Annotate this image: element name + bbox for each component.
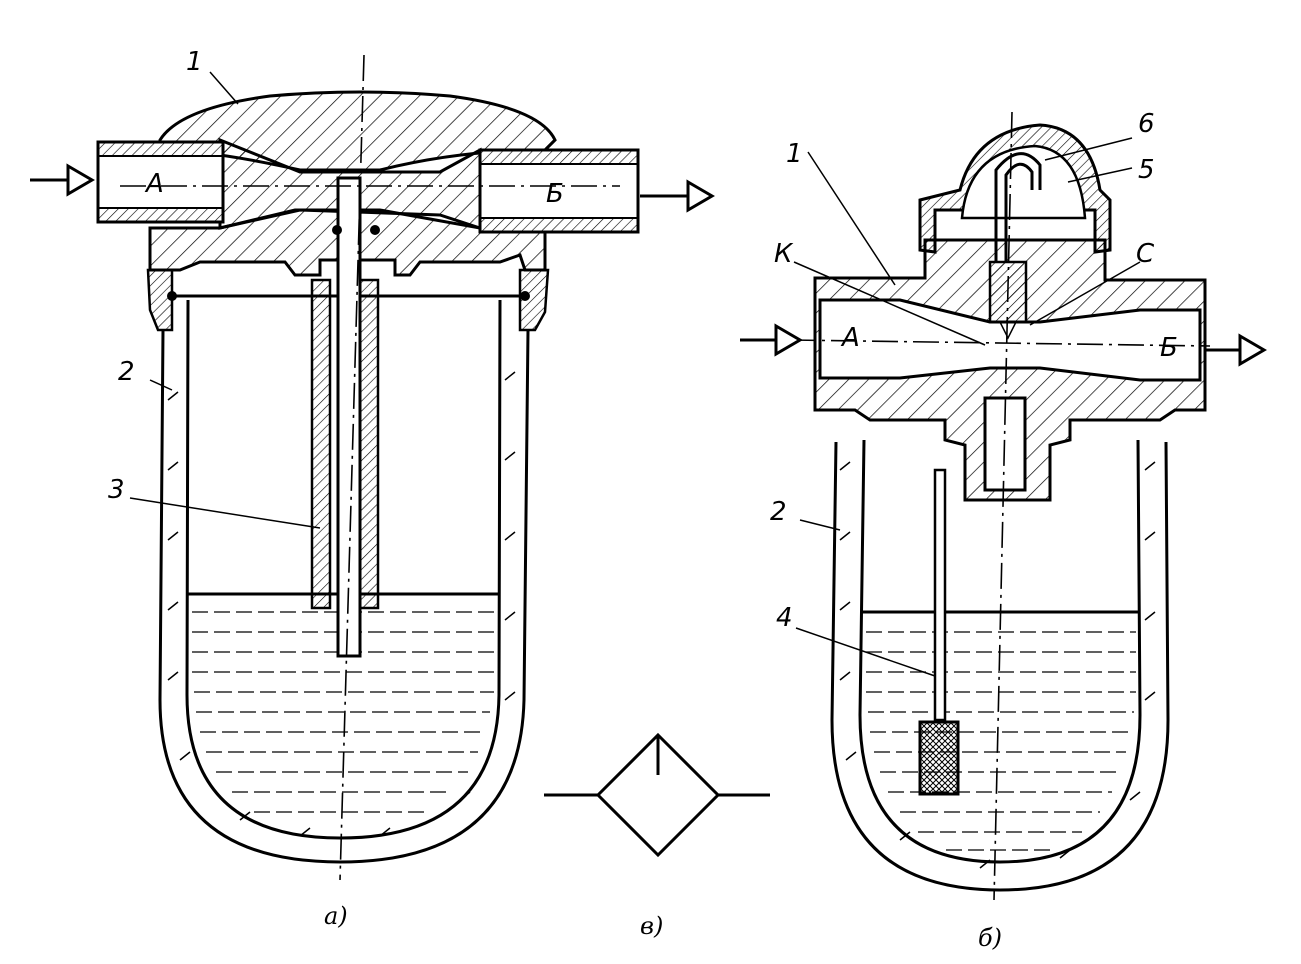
figure-b-callout-5: 5 [1138,155,1155,185]
figure-b-bowl-outer [830,441,1170,892]
figure-b-callout-2: 2 [770,497,787,527]
figure-a-inlet-arrow [30,163,95,197]
figure-v-caption: в) [640,912,663,940]
figure-a-caption: а) [324,902,348,930]
figure-a-ring-left [146,268,174,332]
figure-a-bowl-inner [185,299,502,840]
figure-b-glass-marks [839,461,1156,869]
figure-b-inlet-arrow [740,323,803,357]
figure-a-outlet-arrow [640,179,715,213]
figure-a-ring-right [518,268,550,332]
figure-b-outlet-arrow [1205,333,1267,367]
figure-b-strainer [918,720,960,796]
figure-a-rod [336,176,362,658]
figure-a-callout-1: 1 [186,47,203,77]
figure-b-filter: 1 2 4 5 6 К С А Б б) [740,109,1267,952]
figure-b-hook-tube [994,152,1042,262]
figure-b-callout-1: 1 [786,139,803,169]
figure-b-suction-pipe [933,468,947,722]
figure-b-port-in: А [840,323,860,353]
figure-a-callout-3: 3 [108,475,125,505]
figure-a-tube-right [358,278,380,610]
figure-a-filter: 1 2 3 А Б а) [30,47,715,930]
figure-a-port-in: А [144,169,164,199]
figure-b-caption: б) [978,924,1002,952]
figure-b-callout-4: 4 [776,603,793,633]
figure-b-cap-inner [960,144,1087,220]
figure-a-tube-left [310,278,332,610]
figure-b-bowl-inner [858,439,1142,864]
figure-a-callout-2: 2 [118,357,135,387]
figure-a-bowl-outer [158,329,530,864]
figure-v-filter-symbol: в) [544,732,770,940]
figure-b-callout-c: С [1136,239,1155,269]
figure-a-port-out: Б [546,179,564,209]
figure-a-glass-marks [167,371,516,837]
figure-b-port-out: Б [1160,333,1178,363]
figure-b-callout-6: 6 [1138,109,1155,139]
figure-b-callout-k: К [774,239,794,269]
